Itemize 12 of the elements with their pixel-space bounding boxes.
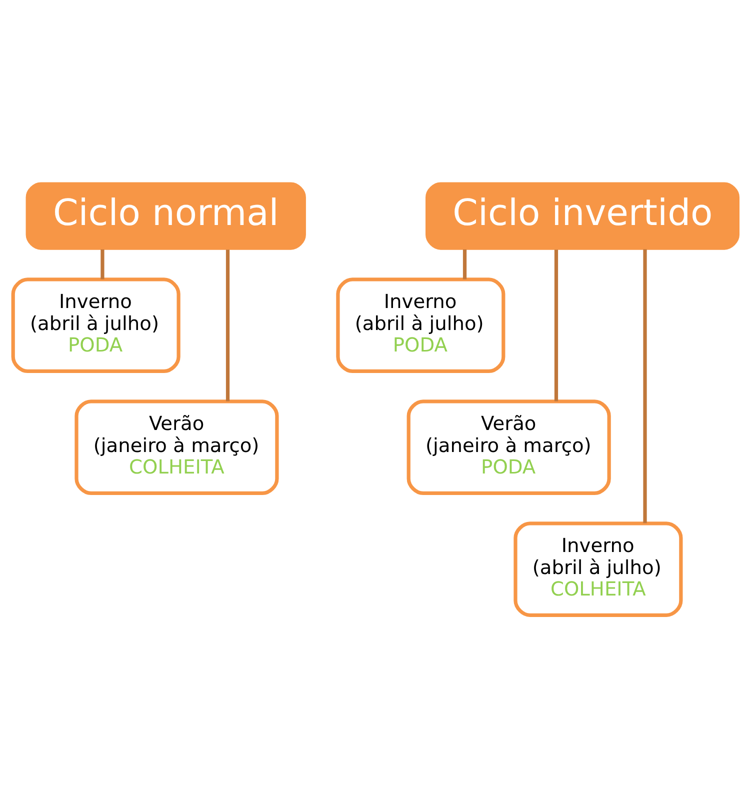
node-box: Verão (janeiro à março) PODA: [406, 400, 611, 495]
connector: [462, 249, 467, 280]
connector: [226, 250, 230, 402]
node-box: Ciclo invertido: [426, 182, 740, 250]
node-box: Inverno (abril à julho) PODA: [336, 278, 506, 374]
connector: [100, 249, 104, 280]
node-box: Verão (janeiro à março) COLHEITA: [74, 400, 279, 495]
node-box: Inverno (abril à julho) PODA: [11, 278, 180, 374]
connector: [643, 249, 647, 524]
node-box: Inverno (abril à julho) COLHEITA: [514, 522, 683, 617]
connector: [554, 250, 558, 402]
node-box: Ciclo normal: [26, 182, 306, 250]
